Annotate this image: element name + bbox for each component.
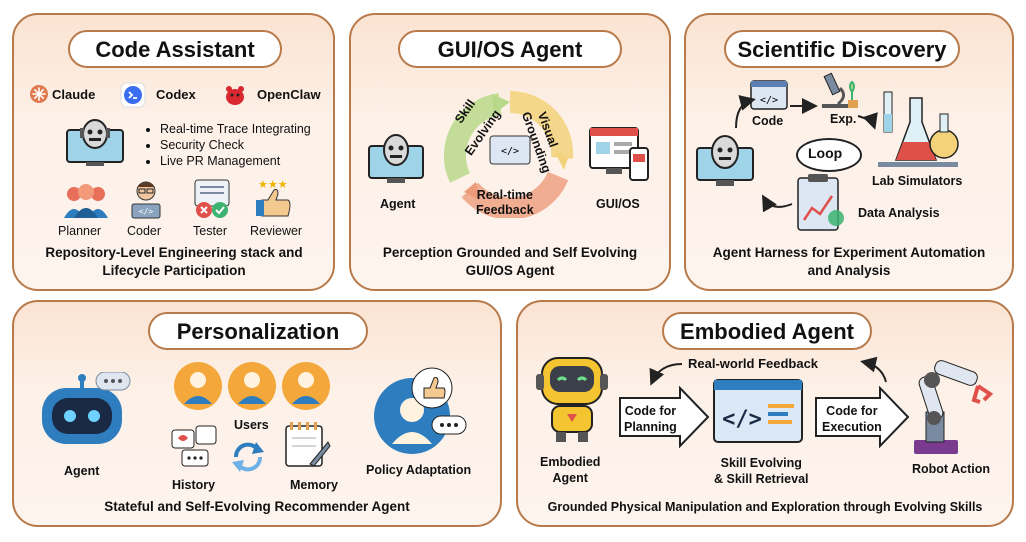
- svg-text:</>: </>: [501, 146, 519, 157]
- role-planner-label: Planner: [58, 224, 102, 238]
- feature-item: Real-time Trace Integrating: [160, 121, 311, 137]
- agent-monitor-icon: [368, 134, 424, 183]
- bot-agent-icon: [42, 372, 131, 444]
- label-line: Real-time: [476, 188, 533, 202]
- tester-icon: [194, 179, 230, 218]
- label-line: Feedback: [476, 203, 534, 217]
- caption-line: Lifecycle Participation: [102, 263, 246, 278]
- caption-line: Repository-Level Engineering stack and: [45, 245, 303, 260]
- refresh-cycle-icon: [232, 442, 264, 472]
- tool-openclaw-label: OpenClaw: [257, 87, 321, 102]
- policy-adaptation-label: Policy Adaptation: [366, 463, 472, 477]
- label-line: Skill Evolving: [720, 456, 802, 470]
- execution-arrow-icon: [815, 386, 910, 448]
- caption-line: and Analysis: [807, 263, 891, 278]
- robot-arm-icon: [914, 360, 994, 454]
- embodied-title: Embodied Agent: [662, 312, 872, 350]
- lab-flasks-icon: [878, 91, 959, 167]
- planner-icon: [64, 184, 108, 218]
- role-reviewer-label: Reviewer: [250, 224, 303, 238]
- scientific-caption: Agent Harness for Experiment Automation …: [690, 244, 1008, 280]
- svg-text:</>: </>: [722, 407, 762, 432]
- label-line: Planning: [624, 420, 677, 434]
- loop-label: Loop: [808, 145, 843, 161]
- memory-notebook-icon: [285, 422, 331, 467]
- caption-line: GUI/OS Agent: [465, 263, 555, 278]
- code-assistant-title: Code Assistant: [68, 30, 282, 68]
- memory-label: Memory: [290, 478, 338, 492]
- skill-evolving-retrieval-label: Skill Evolving & Skill Retrieval: [714, 455, 809, 487]
- role-tester-label: Tester: [193, 224, 228, 238]
- reviewer-icon: ★★★: [256, 179, 291, 217]
- claude-icon: [30, 85, 48, 103]
- lab-simulators-label: Lab Simulators: [872, 174, 963, 188]
- gui-screens-icon: [589, 127, 649, 181]
- embodied-robot-icon: [536, 357, 608, 442]
- personalization-caption: Stateful and Self-Evolving Recommender A…: [104, 499, 410, 514]
- code-window-icon: </>: [750, 80, 788, 110]
- caption-line: Agent Harness for Experiment Automation: [712, 245, 986, 260]
- label-line: Code for: [624, 404, 677, 418]
- realtime-feedback-label: Real-time Feedback: [476, 188, 534, 218]
- label-line: Embodied: [540, 455, 601, 469]
- label-line: Agent: [552, 471, 588, 485]
- sci-code-label: Code: [752, 114, 784, 128]
- code-for-execution-label: Code for Execution: [822, 403, 882, 435]
- role-coder-label: Coder: [127, 224, 162, 238]
- scientific-title: Scientific Discovery: [724, 30, 960, 68]
- pers-agent-label: Agent: [64, 464, 100, 478]
- svg-text:★★★: ★★★: [258, 179, 288, 191]
- history-icon: [171, 425, 217, 467]
- svg-text:</>: </>: [139, 207, 154, 216]
- skill-code-window-icon: </>: [713, 379, 803, 443]
- coder-icon: </>: [131, 181, 161, 219]
- history-label: History: [172, 478, 216, 492]
- microscope-icon: [822, 72, 858, 108]
- robot-action-label: Robot Action: [912, 462, 990, 476]
- planning-arrow-icon: [619, 386, 710, 448]
- users-label: Users: [234, 418, 269, 432]
- data-analysis-label: Data Analysis: [858, 206, 940, 220]
- svg-text:</>: </>: [760, 95, 778, 106]
- code-assistant-caption: Repository-Level Engineering stack and L…: [20, 244, 328, 280]
- code-for-planning-label: Code for Planning: [624, 403, 677, 435]
- real-world-feedback-label: Real-world Feedback: [688, 356, 819, 371]
- label-line: & Skill Retrieval: [714, 472, 809, 486]
- gui-agent-label: Agent: [380, 197, 416, 211]
- gui-os-target-label: GUI/OS: [596, 197, 640, 211]
- embodied-agent-label: Embodied Agent: [540, 454, 600, 486]
- feature-item: Live PR Management: [160, 153, 311, 169]
- tool-claude-label: Claude: [52, 87, 96, 102]
- label-line: Execution: [822, 420, 882, 434]
- label-line: Code for: [826, 404, 878, 418]
- code-feature-list: Real-time Trace Integrating Security Che…: [144, 121, 311, 169]
- gui-os-title: GUI/OS Agent: [398, 30, 622, 68]
- tool-codex-label: Codex: [156, 87, 196, 102]
- sci-exp-label: Exp.: [830, 112, 857, 126]
- evolve-cycle-icon: </>: [443, 90, 574, 218]
- personalization-title: Personalization: [148, 312, 368, 350]
- embodied-caption: Grounded Physical Manipulation and Explo…: [547, 500, 983, 514]
- agent-monitor-icon: [66, 119, 124, 166]
- sci-agent-monitor-icon: [696, 135, 754, 186]
- gui-os-caption: Perception Grounded and Self Evolving GU…: [355, 244, 665, 280]
- policy-adaptation-icon: [374, 367, 467, 454]
- loop-arrows-icon: [735, 95, 878, 213]
- codex-icon: [120, 82, 146, 108]
- caption-line: Perception Grounded and Self Evolving: [382, 245, 638, 260]
- loop-bubble: [796, 138, 862, 172]
- data-clipboard-icon: [797, 174, 844, 231]
- feedback-arrows-icon: [649, 356, 887, 386]
- users-icon: [174, 362, 330, 410]
- feature-item: Security Check: [160, 137, 311, 153]
- openclaw-icon: [226, 86, 244, 105]
